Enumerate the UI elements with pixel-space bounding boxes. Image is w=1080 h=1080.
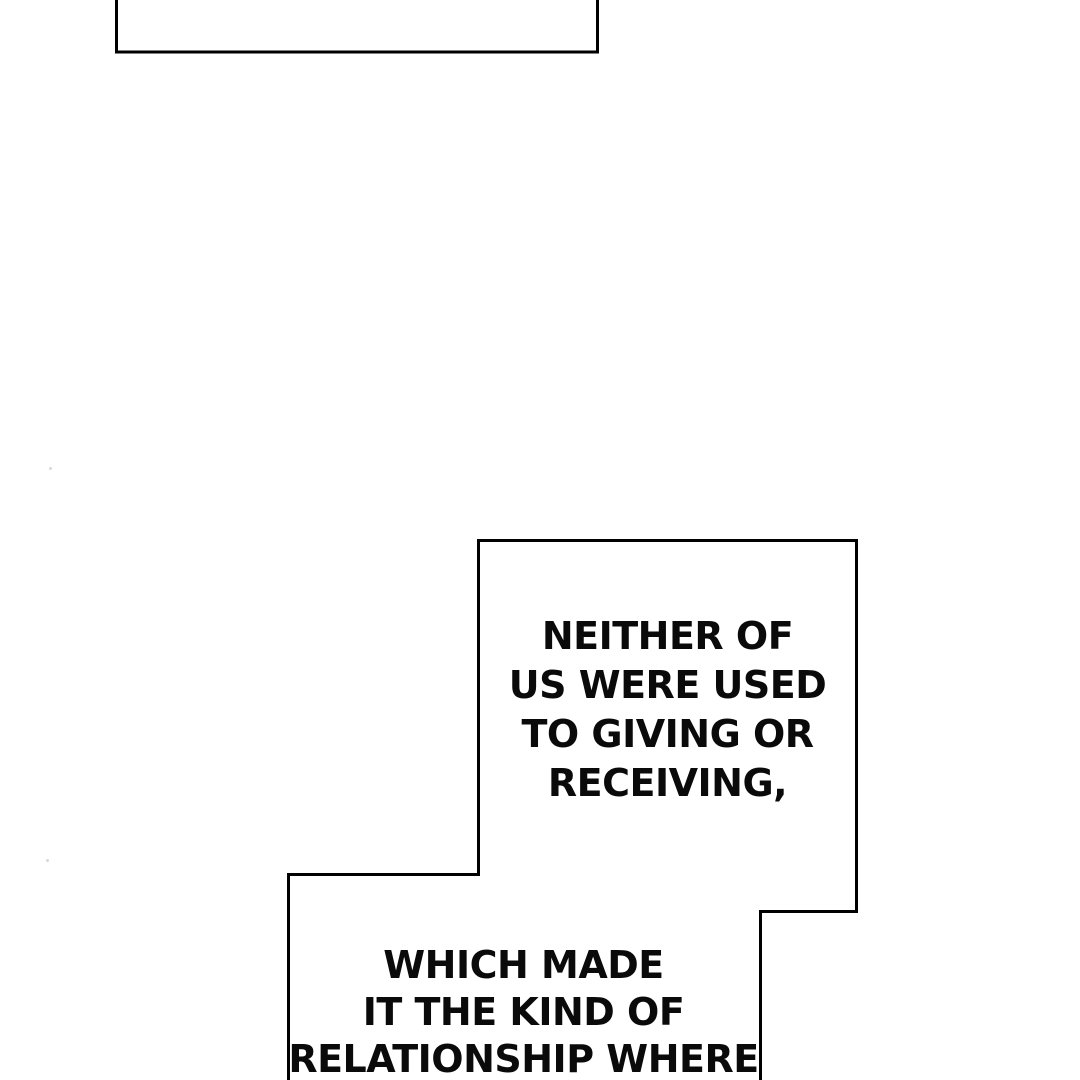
speech-line: TO GIVING OR: [521, 712, 814, 756]
speech-line: US WERE USED: [508, 663, 827, 707]
top-panel-border: [115, 0, 599, 54]
scan-artifact-dot: [46, 859, 49, 862]
speech-line: RELATIONSHIP WHERE: [288, 1037, 759, 1080]
speech-bubble-upper-text: NEITHER OF US WERE USED TO GIVING OR REC…: [478, 612, 857, 808]
speech-line: NEITHER OF: [541, 614, 794, 658]
speech-line: RECEIVING,: [547, 761, 788, 805]
speech-bubble-lower-text: WHICH MADE IT THE KIND OF RELATIONSHIP W…: [287, 942, 760, 1080]
speech-line: WHICH MADE: [383, 943, 664, 987]
scan-artifact-dot: [49, 467, 52, 470]
speech-line: IT THE KIND OF: [362, 990, 685, 1034]
speech-bubble-outline: [287, 539, 858, 1080]
